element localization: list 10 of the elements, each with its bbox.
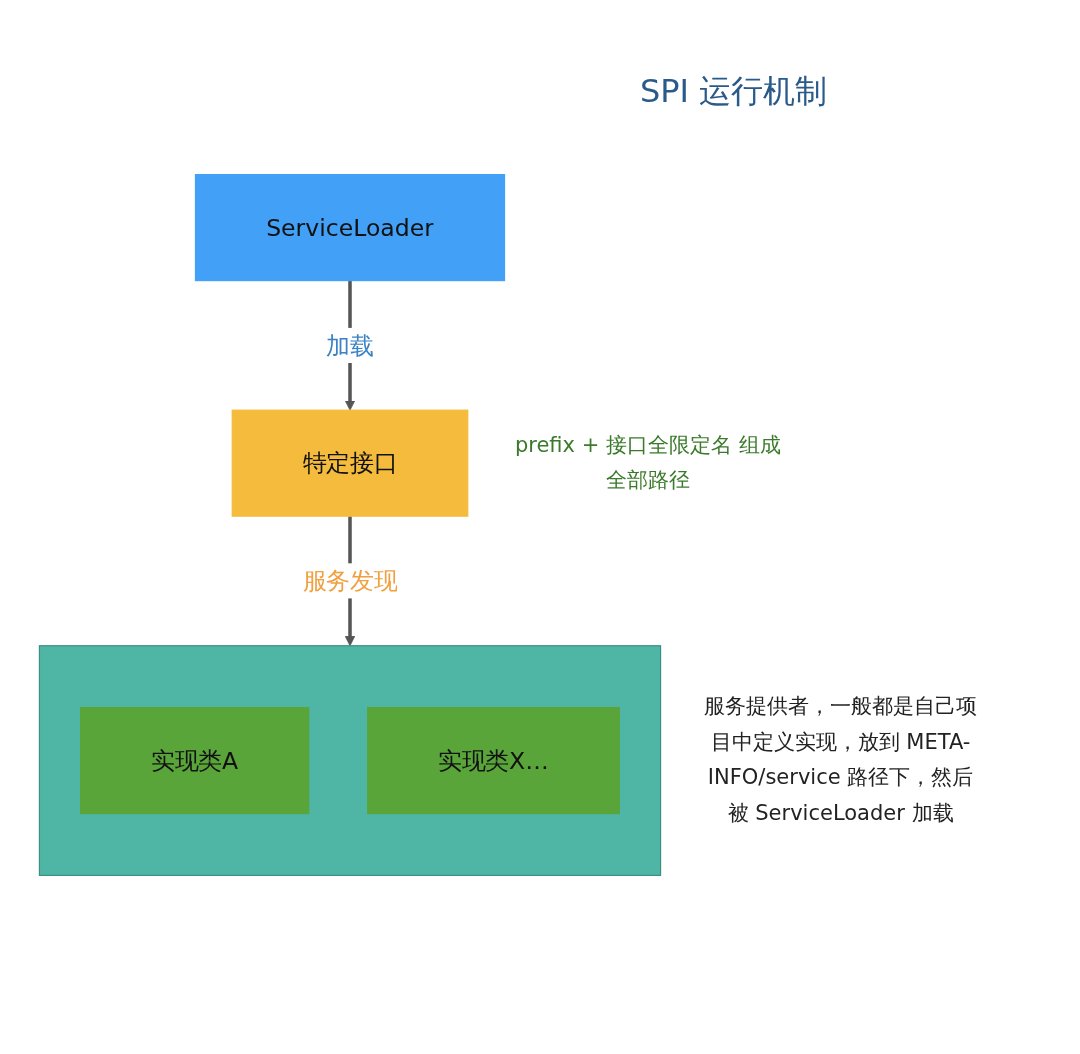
diagram-title: SPI 运行机制: [640, 71, 828, 112]
node-box: 实现类X…: [367, 706, 620, 815]
edge-label: 服务发现: [302, 566, 398, 596]
edge-label: 加载: [326, 331, 374, 360]
side-note: prefix + 接口全限定名 组成全部路径: [513, 431, 782, 495]
side-note: 服务提供者，一般都是自己项目中定义实现，放到 META-INFO/service 路径下，然后被 ServiceLoader 加载: [703, 693, 979, 828]
cluster: [38, 645, 662, 876]
node-box: 特定接口: [231, 409, 469, 517]
node-box: 实现类A: [80, 706, 310, 815]
node-box: ServiceLoader: [194, 174, 506, 282]
